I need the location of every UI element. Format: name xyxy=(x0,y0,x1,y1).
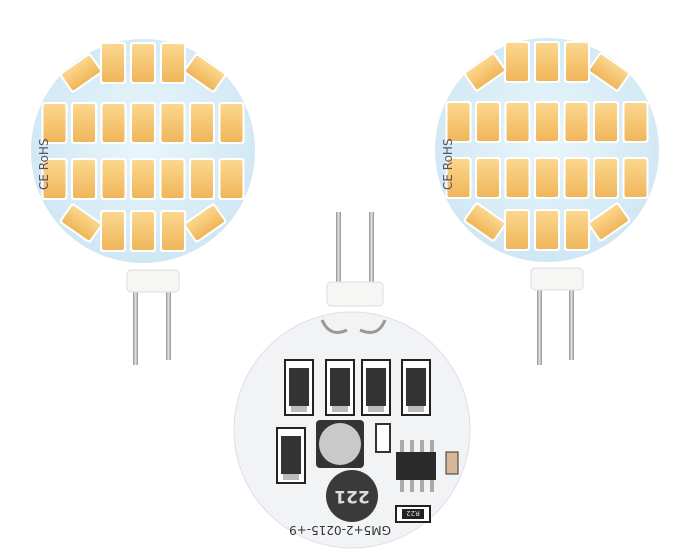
led-chip xyxy=(183,53,227,93)
inductor: 221 xyxy=(326,470,378,522)
pin xyxy=(166,280,171,360)
led-chip xyxy=(159,158,186,200)
led-chip xyxy=(130,102,156,144)
led-board xyxy=(31,39,255,263)
diodes xyxy=(276,359,431,484)
led-chip xyxy=(189,158,215,200)
led-chip xyxy=(130,210,156,252)
pin-base xyxy=(126,269,180,293)
led-chip xyxy=(71,102,97,144)
led-chip xyxy=(218,158,245,200)
led-chip xyxy=(41,102,68,144)
led-chip xyxy=(504,157,531,199)
led-chip xyxy=(563,101,590,143)
pin xyxy=(133,280,138,365)
led-bulb-right: CE RoHS xyxy=(435,38,659,365)
led-chip xyxy=(534,157,560,199)
led-chip xyxy=(622,157,649,199)
board-marking: CE RoHS xyxy=(441,138,455,190)
led-chip xyxy=(183,203,227,243)
led-chip xyxy=(587,52,631,92)
led-board xyxy=(435,38,659,262)
pcb-marking: GM5+2-0215-+9 xyxy=(289,523,391,537)
led-chip xyxy=(504,209,530,251)
led-chip xyxy=(100,102,127,144)
led-chip xyxy=(534,101,560,143)
pin-base xyxy=(530,267,584,291)
small-capacitor xyxy=(445,451,459,475)
led-chip xyxy=(504,101,531,143)
led-chip xyxy=(100,158,127,200)
led-chip xyxy=(587,202,631,242)
resistor xyxy=(375,423,391,453)
led-chip xyxy=(59,53,103,93)
led-chip xyxy=(130,158,156,200)
driver-board: 221 R22 GM5+2-0215-+9 xyxy=(233,212,471,549)
led-chip xyxy=(564,209,590,251)
led-chip xyxy=(100,42,126,84)
led-chip xyxy=(445,157,472,199)
led-chip xyxy=(463,52,507,92)
pin xyxy=(537,280,542,365)
led-chip xyxy=(71,158,97,200)
led-chip xyxy=(563,157,590,199)
inductor-marking: 221 xyxy=(334,486,370,506)
led-chip xyxy=(160,42,186,84)
pin xyxy=(569,280,574,360)
led-chip xyxy=(504,41,530,83)
led-chip xyxy=(475,101,501,143)
led-chip xyxy=(564,41,590,83)
led-chip xyxy=(41,158,68,200)
led-chip xyxy=(100,210,126,252)
board-marking: CE RoHS xyxy=(37,138,51,190)
capacitor xyxy=(316,420,364,468)
led-chip xyxy=(159,102,186,144)
resistor-marking: R22 xyxy=(406,509,420,517)
ic-chip xyxy=(396,440,436,492)
led-chip xyxy=(59,203,103,243)
led-chip xyxy=(189,102,215,144)
led-chip xyxy=(160,210,186,252)
led-chip xyxy=(445,101,472,143)
led-chip xyxy=(593,101,619,143)
pin xyxy=(369,212,374,302)
led-chip xyxy=(218,102,245,144)
pin xyxy=(336,212,341,302)
pin-base xyxy=(326,281,384,307)
led-chip xyxy=(130,42,156,84)
led-chip xyxy=(534,209,560,251)
led-chip xyxy=(475,157,501,199)
sense-resistor: R22 xyxy=(395,505,431,523)
led-chip xyxy=(593,157,619,199)
led-chip xyxy=(463,202,507,242)
led-chip xyxy=(534,41,560,83)
led-chip xyxy=(622,101,649,143)
led-bulb-left: CE RoHS xyxy=(31,39,255,365)
